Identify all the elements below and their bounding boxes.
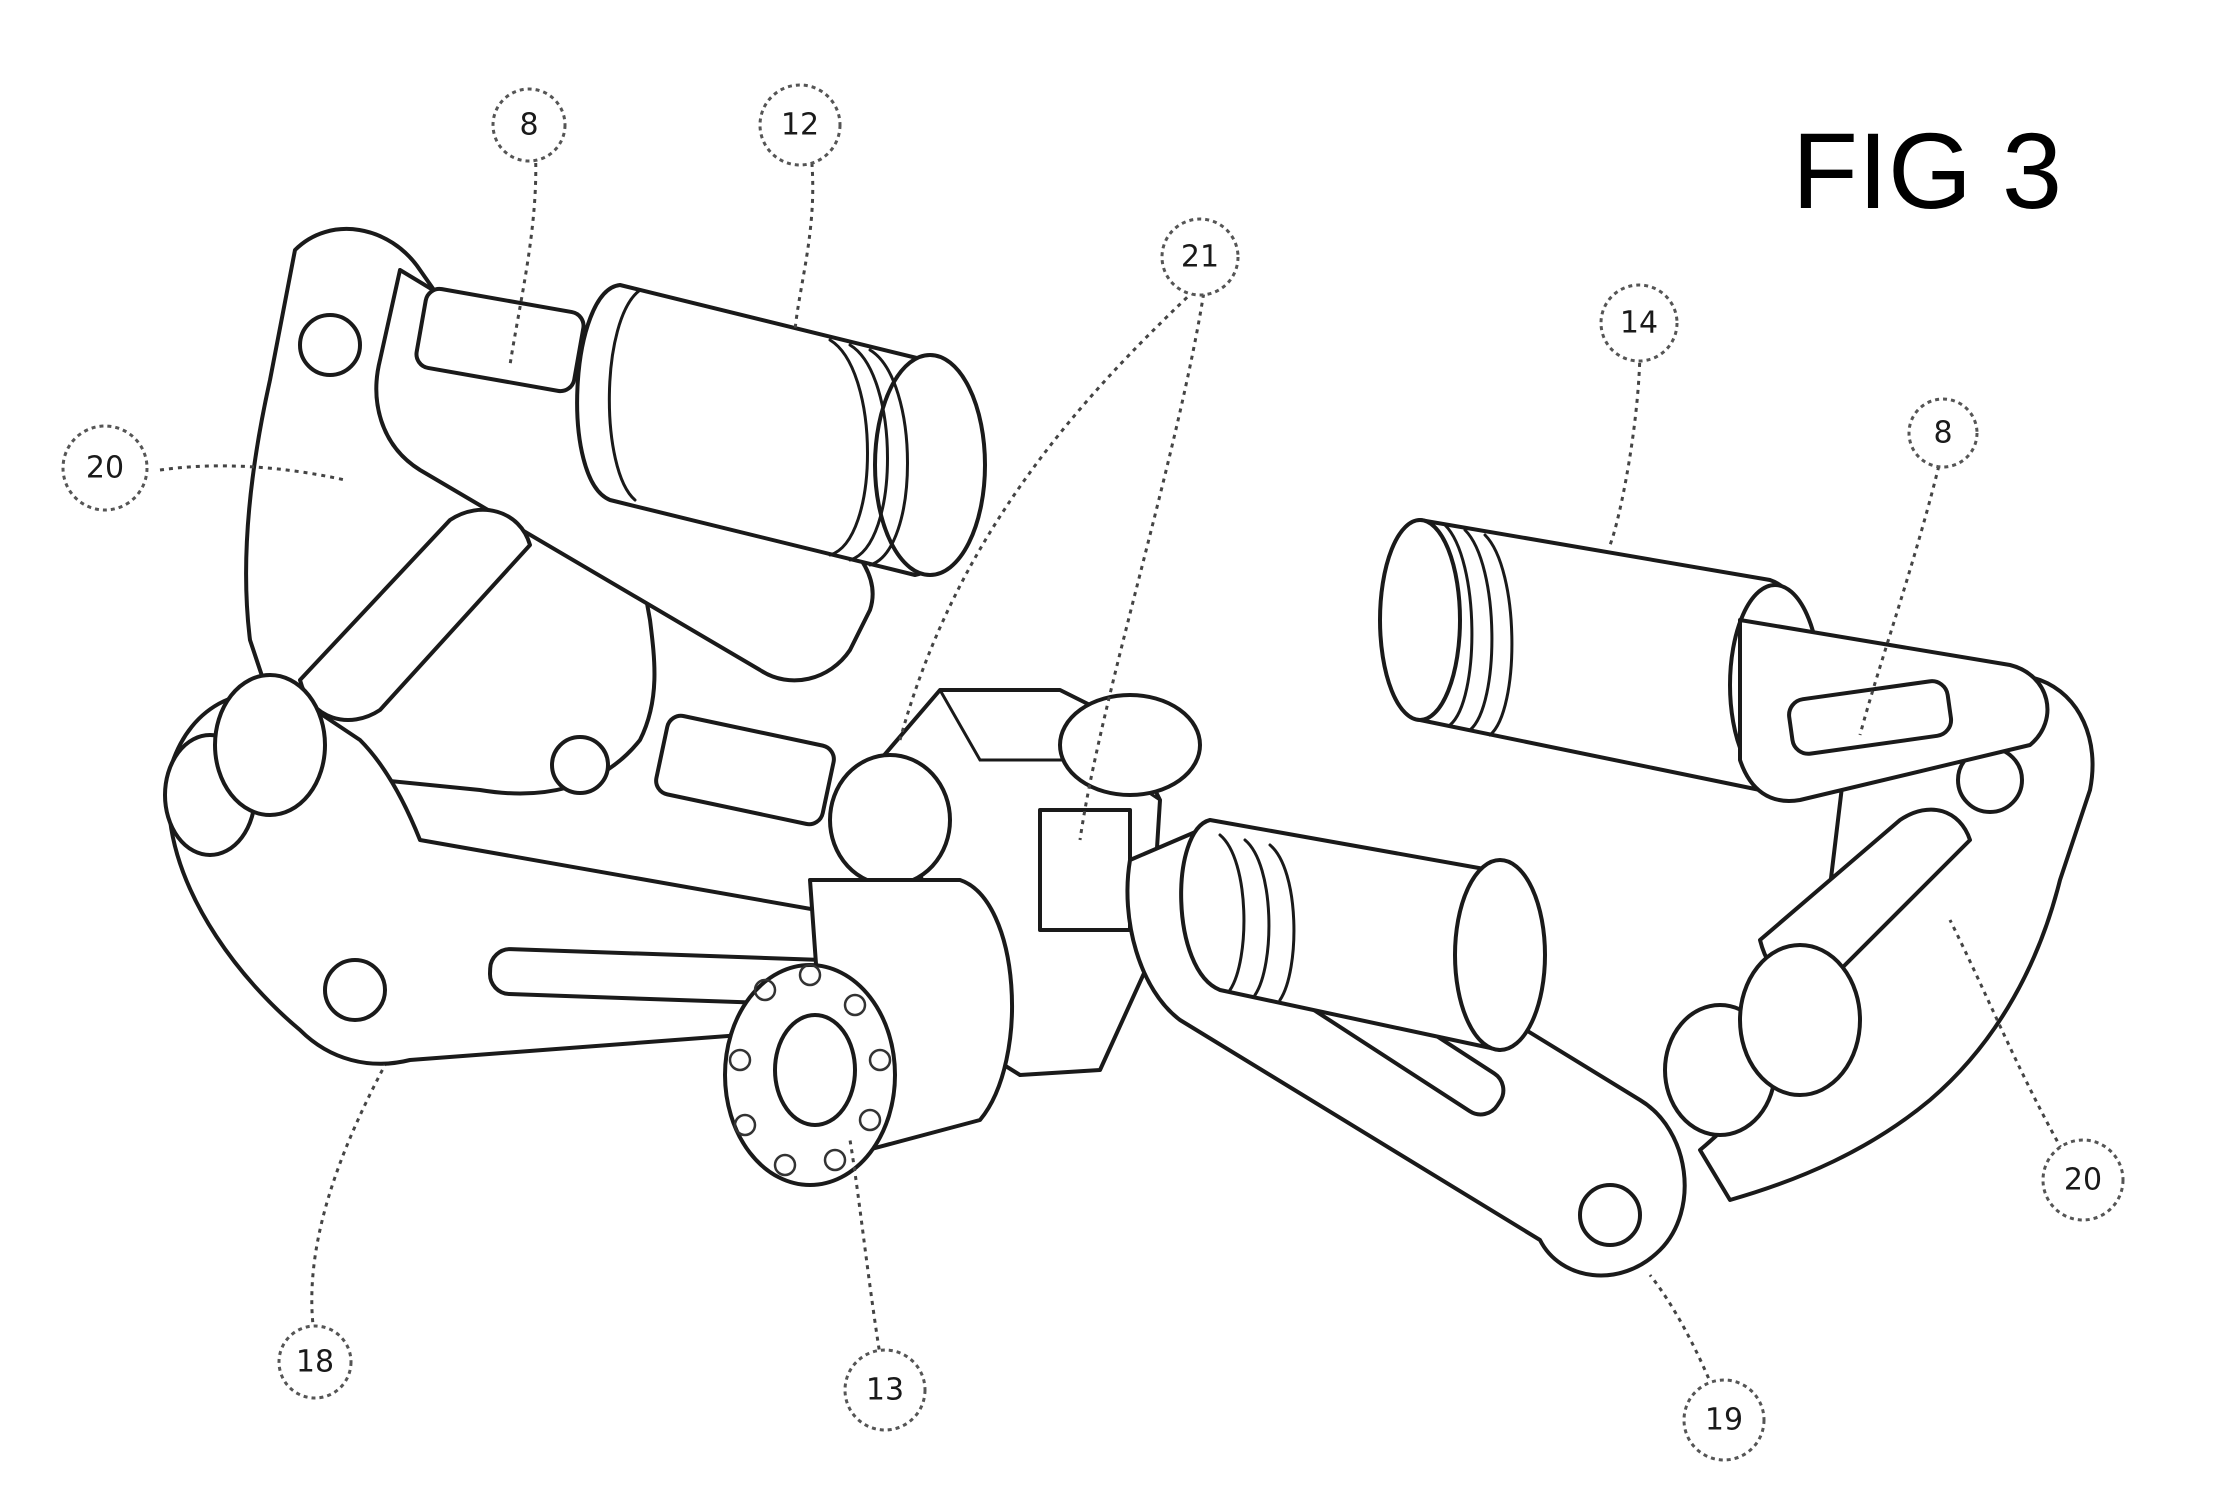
middle-arm-slot [654,713,836,827]
central-block-face [1038,808,1132,932]
leader-20a [159,464,346,482]
mechanism-drawing [163,227,2095,1278]
leader-21a [898,283,1202,741]
svg-text:20: 20 [2064,1163,2102,1198]
ref-label-12: 12 [758,83,842,167]
leader-21b [1078,284,1207,841]
flanged-hub-bore [773,1013,857,1127]
ref-label-21: 21 [1160,217,1240,297]
ref-label-14: 14 [1599,283,1679,363]
ref-label-20-left: 20 [61,424,149,512]
leader-8a [508,144,538,366]
central-pivot-boss [1058,693,1202,797]
lower-left-link-hole [323,958,387,1022]
lower-right-cylinder-thread-2 [1243,838,1271,997]
svg-text:14: 14 [1620,306,1658,341]
svg-text:20: 20 [86,451,124,486]
cylinder-14-thread-3 [1483,533,1514,737]
leader-13 [848,1139,887,1386]
figure-title: FIG 3 [1792,110,2062,231]
upper-arm-slot [414,286,586,394]
svg-text:13: 13 [866,1373,904,1408]
cylinder-14-thread-1 [1443,523,1474,727]
cylinder-12-collar [607,288,642,502]
ref-label-18: 18 [277,1324,353,1400]
cylinder-14-end-cap [1378,518,1462,722]
ref-label-13: 13 [843,1348,927,1432]
cylinder-12-thread-3 [868,348,909,567]
svg-text:21: 21 [1181,240,1219,275]
ref-label-19: 19 [1682,1378,1766,1462]
svg-text:19: 19 [1705,1403,1743,1438]
leader-12 [793,144,815,331]
leader-14 [1608,344,1642,546]
flange-bolt-holes [728,963,892,1177]
leader-18 [310,1064,387,1341]
left-pivot-boss [828,753,952,887]
ref-label-8-right: 8 [1907,397,1979,469]
lower-right-link-hole [1578,1183,1642,1247]
svg-text:8: 8 [519,108,538,143]
left-plate-upper-hole [298,313,362,377]
upper-right-arm-slot [1787,679,1954,756]
svg-text:18: 18 [296,1345,334,1380]
right-pin-collar [1738,943,1862,1097]
cylinder-14-thread-2 [1463,528,1494,732]
cylinder-12-thread-1 [828,338,869,557]
cylinder-12-thread-2 [848,343,889,562]
left-pin-collar [213,673,327,817]
svg-text:8: 8 [1933,416,1952,451]
lower-right-cylinder-thread-1 [1218,833,1246,992]
ref-label-20-right: 20 [2041,1138,2125,1222]
svg-text:12: 12 [781,108,819,143]
lower-right-cylinder-thread-3 [1268,843,1296,1002]
ref-label-8-upper: 8 [491,87,567,163]
lower-right-cylinder-collar [1453,858,1547,1052]
left-plate-lower-hole [550,735,610,795]
